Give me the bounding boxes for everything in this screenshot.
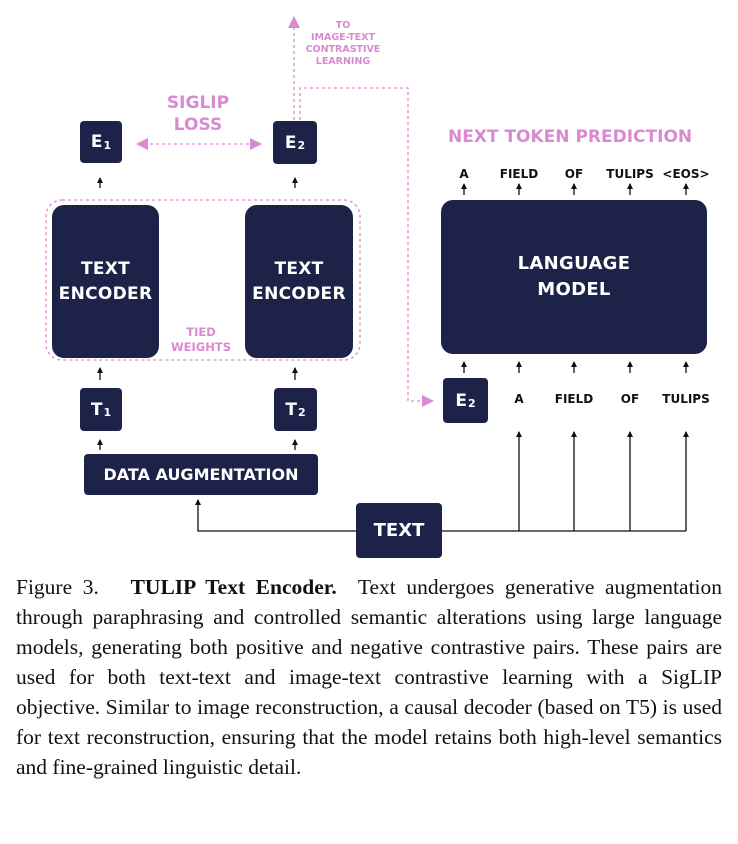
input-token: A	[514, 392, 524, 406]
lm-line: MODEL	[537, 279, 611, 300]
text-encoder-2: TEXT ENCODER	[245, 205, 353, 358]
tulip-text-encoder-diagram: TO IMAGE-TEXT CONTRASTIVE LEARNING SIGLI…	[45, 16, 710, 558]
data-augmentation-box: DATA AUGMENTATION	[84, 454, 318, 495]
input-token: TULIPS	[662, 392, 710, 406]
caption-body: Text undergoes generative augmentation t…	[16, 575, 723, 779]
siglip-loss-label: SIGLIP LOSS	[150, 92, 246, 136]
e2-letter: E	[284, 132, 297, 153]
t1-letter: T	[90, 399, 103, 420]
figure-caption: Figure 3. TULIP Text Encoder. Text under…	[16, 572, 722, 782]
lm-e2-sub: 2	[467, 397, 476, 410]
text-input-box: TEXT	[356, 503, 442, 558]
output-token: FIELD	[499, 167, 539, 181]
text-to-augmentation-arrow	[195, 499, 356, 532]
encoder-1-line: ENCODER	[58, 283, 153, 304]
lm-line: LANGUAGE	[517, 253, 631, 274]
next-token-title: NEXT TOKEN PREDICTION	[448, 127, 693, 147]
encoder-2-line: ENCODER	[252, 283, 346, 304]
e2-to-lm-arrow	[299, 87, 434, 407]
siglip-loss-line: LOSS	[173, 115, 223, 135]
t2-sub: 2	[297, 406, 306, 419]
caption-title: TULIP Text Encoder.	[130, 575, 337, 599]
diagram-connectors	[45, 16, 689, 532]
e1-sub: 1	[103, 138, 112, 152]
contrastive-note-line: CONTRASTIVE	[305, 44, 381, 55]
tied-weights-line: TIED	[186, 325, 216, 339]
encoder-1-line: TEXT	[80, 258, 131, 279]
t2-letter: T	[285, 399, 297, 420]
output-token: OF	[564, 167, 584, 181]
encoder-2-line: TEXT	[274, 258, 324, 279]
tied-weights-label: TIED WEIGHTS	[164, 325, 238, 355]
siglip-loss-line: SIGLIP	[166, 93, 230, 113]
contrastive-note: TO IMAGE-TEXT CONTRASTIVE LEARNING	[300, 20, 386, 68]
output-token: TULIPS	[606, 167, 654, 181]
caption-label: Figure 3.	[16, 575, 99, 599]
output-token: A	[459, 167, 469, 181]
contrastive-note-line: IMAGE-TEXT	[311, 32, 375, 43]
tied-weights-frame	[45, 199, 361, 361]
e1-letter: E	[90, 132, 103, 152]
tied-weights-line: WEIGHTS	[170, 340, 231, 354]
input-token: FIELD	[554, 392, 594, 406]
lm-e2-letter: E	[455, 390, 467, 411]
output-token: <EOS>	[662, 167, 710, 181]
contrastive-note-line: LEARNING	[315, 56, 371, 67]
t1-sub: 1	[103, 406, 112, 419]
contrastive-note-line: TO	[335, 20, 351, 31]
input-token: OF	[620, 392, 640, 406]
e2-sub: 2	[297, 139, 306, 152]
text-encoder-1: TEXT ENCODER	[52, 205, 159, 358]
language-model-box: LANGUAGE MODEL	[441, 200, 707, 354]
